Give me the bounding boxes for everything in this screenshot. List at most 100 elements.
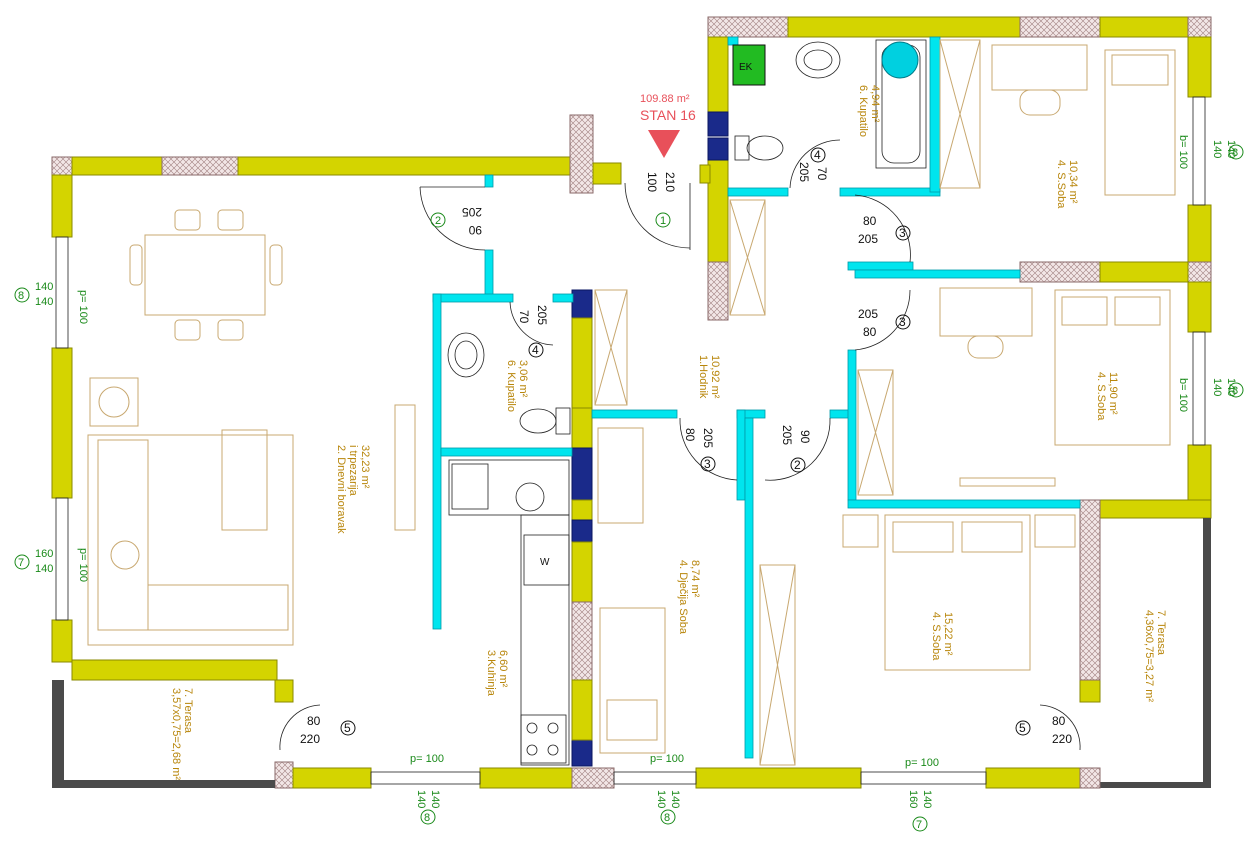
bath-small-area: 3,06 m² bbox=[517, 360, 529, 398]
kitchen-name: 3.Kuhinja bbox=[485, 650, 497, 697]
door5a-width: 80 bbox=[307, 714, 321, 728]
unit-area: 109.88 m² bbox=[640, 93, 690, 105]
door3c-width: 80 bbox=[683, 428, 697, 442]
door2-width: 90 bbox=[468, 223, 482, 237]
win-rt-p: b= 100 bbox=[1177, 135, 1189, 169]
door1-height: 210 bbox=[663, 172, 677, 192]
win-lb-b: 140 bbox=[35, 563, 53, 575]
ek-label: EK bbox=[739, 62, 753, 73]
bed-mid-area: 11,90 m² bbox=[1107, 372, 1119, 415]
door2-height: 205 bbox=[462, 205, 482, 219]
win-b1-a: 140 bbox=[415, 790, 427, 808]
win-b2-b: 140 bbox=[669, 790, 681, 808]
bed-mid-name: 4. S.Soba bbox=[1095, 372, 1107, 421]
win-lb-p: p= 100 bbox=[77, 548, 89, 582]
win-b2-no: 8 bbox=[664, 812, 670, 824]
living-area: 32,23 m² bbox=[359, 445, 371, 489]
door5b-number: 5 bbox=[1019, 721, 1026, 735]
win-lt-p: p= 100 bbox=[77, 290, 89, 324]
door3b-height: 205 bbox=[858, 307, 878, 321]
terrace-left-name: 7. Terasa bbox=[182, 688, 194, 734]
bed-top-name: 4. S.Soba bbox=[1055, 160, 1067, 209]
outer-walls bbox=[51, 16, 1212, 789]
door2-marker bbox=[430, 212, 446, 228]
door4b-number: 4 bbox=[814, 148, 821, 162]
win-rt-a: 140 bbox=[1211, 140, 1223, 158]
bedroom-furniture bbox=[597, 44, 1176, 754]
bed-big-name: 4. S.Soba bbox=[930, 612, 942, 661]
door2b-width: 90 bbox=[798, 430, 812, 444]
win-b2-a: 140 bbox=[655, 790, 667, 808]
entrance-marker-icon bbox=[648, 130, 680, 158]
windows bbox=[55, 96, 1206, 785]
win-b2-p: p= 100 bbox=[650, 753, 684, 765]
win-rm-p: b= 100 bbox=[1177, 378, 1189, 412]
win-rt-no: 8 bbox=[1232, 147, 1238, 159]
door3b-number: 3 bbox=[899, 315, 906, 329]
door1-number: 1 bbox=[660, 215, 666, 227]
door4a-width: 70 bbox=[517, 310, 531, 324]
win-b1-p: p= 100 bbox=[410, 753, 444, 765]
door-swings bbox=[279, 139, 1081, 751]
door5a-number: 5 bbox=[344, 721, 351, 735]
living-name: 2. Dnevni boravak bbox=[335, 445, 347, 534]
win-lt-a: 140 bbox=[35, 281, 53, 293]
kids-name: 4. Dječija Soba bbox=[677, 560, 689, 635]
door4b-height: 205 bbox=[797, 162, 811, 182]
terrace-right-area: 4,36x0,75=3,27 m² bbox=[1143, 610, 1155, 702]
unit-name: STAN 16 bbox=[640, 107, 696, 123]
door5b-width: 80 bbox=[1052, 714, 1066, 728]
kitchen-area: 6,60 m² bbox=[497, 650, 509, 688]
door2b-number: 2 bbox=[794, 458, 801, 472]
win-b3-no: 7 bbox=[916, 819, 922, 831]
door4a-marker bbox=[528, 342, 544, 358]
washer-label: W bbox=[540, 557, 550, 568]
door1-marker bbox=[655, 212, 671, 228]
kids-area: 8,74 m² bbox=[689, 560, 701, 598]
bathroom-small-fixtures bbox=[447, 332, 571, 435]
door5b-height: 220 bbox=[1052, 732, 1072, 746]
door3b-marker bbox=[895, 314, 911, 330]
win-b1-b: 140 bbox=[429, 790, 441, 808]
win-lb-no: 7 bbox=[18, 557, 24, 569]
room-labels: 1.Hodnik 10,92 m² 2. Dnevni boravak i tr… bbox=[170, 85, 1167, 780]
door2b-marker bbox=[790, 457, 806, 473]
win-rm-b: 140 bbox=[1225, 378, 1237, 396]
wardrobe-top bbox=[594, 39, 981, 766]
door3a-number: 3 bbox=[899, 226, 906, 240]
bath-big-name: 6. Kupatilo bbox=[857, 85, 869, 137]
window-labels: 140 140 8 p= 100 160 140 7 p= 100 p= 100… bbox=[14, 135, 1244, 832]
terrace-right-name: 7. Terasa bbox=[1155, 610, 1167, 656]
win-b3-b: 140 bbox=[921, 790, 933, 808]
door2b-height: 205 bbox=[780, 425, 794, 445]
bath-big-area: 4,94 m² bbox=[869, 85, 881, 123]
door3b-width: 80 bbox=[863, 325, 877, 339]
door3c-number: 3 bbox=[704, 457, 711, 471]
door4b-width: 70 bbox=[815, 167, 829, 181]
door3c-height: 205 bbox=[701, 428, 715, 448]
door4b-marker bbox=[810, 147, 826, 163]
bed-top-area: 10,34 m² bbox=[1067, 160, 1079, 204]
door3a-marker bbox=[895, 225, 911, 241]
door5b-marker bbox=[1015, 720, 1031, 736]
bathroom-big-fixtures: EK bbox=[732, 39, 927, 169]
bath-small-name: 6. Kupatilo bbox=[505, 360, 517, 412]
win-lt-no: 8 bbox=[18, 290, 24, 302]
door4a-height: 205 bbox=[535, 305, 549, 325]
unit-title: 109.88 m² STAN 16 bbox=[640, 93, 696, 158]
win-lt-b: 140 bbox=[35, 296, 53, 308]
interior-walls bbox=[432, 36, 1081, 759]
door4a-number: 4 bbox=[532, 343, 539, 357]
door1-width: 100 bbox=[645, 172, 659, 192]
door-labels: 100 210 1 205 90 2 80 205 3 205 80 3 205… bbox=[300, 147, 1072, 746]
win-rm-a: 140 bbox=[1211, 378, 1223, 396]
win-rt-b: 140 bbox=[1225, 140, 1237, 158]
living-furniture bbox=[87, 209, 416, 646]
win-rm-no: 8 bbox=[1232, 385, 1238, 397]
living-name2: i trpezarija bbox=[347, 445, 359, 497]
door2-number: 2 bbox=[435, 215, 441, 227]
bed-big-area: 15,22 m² bbox=[942, 612, 954, 656]
win-b1-no: 8 bbox=[424, 812, 430, 824]
win-lb-a: 160 bbox=[35, 548, 53, 560]
